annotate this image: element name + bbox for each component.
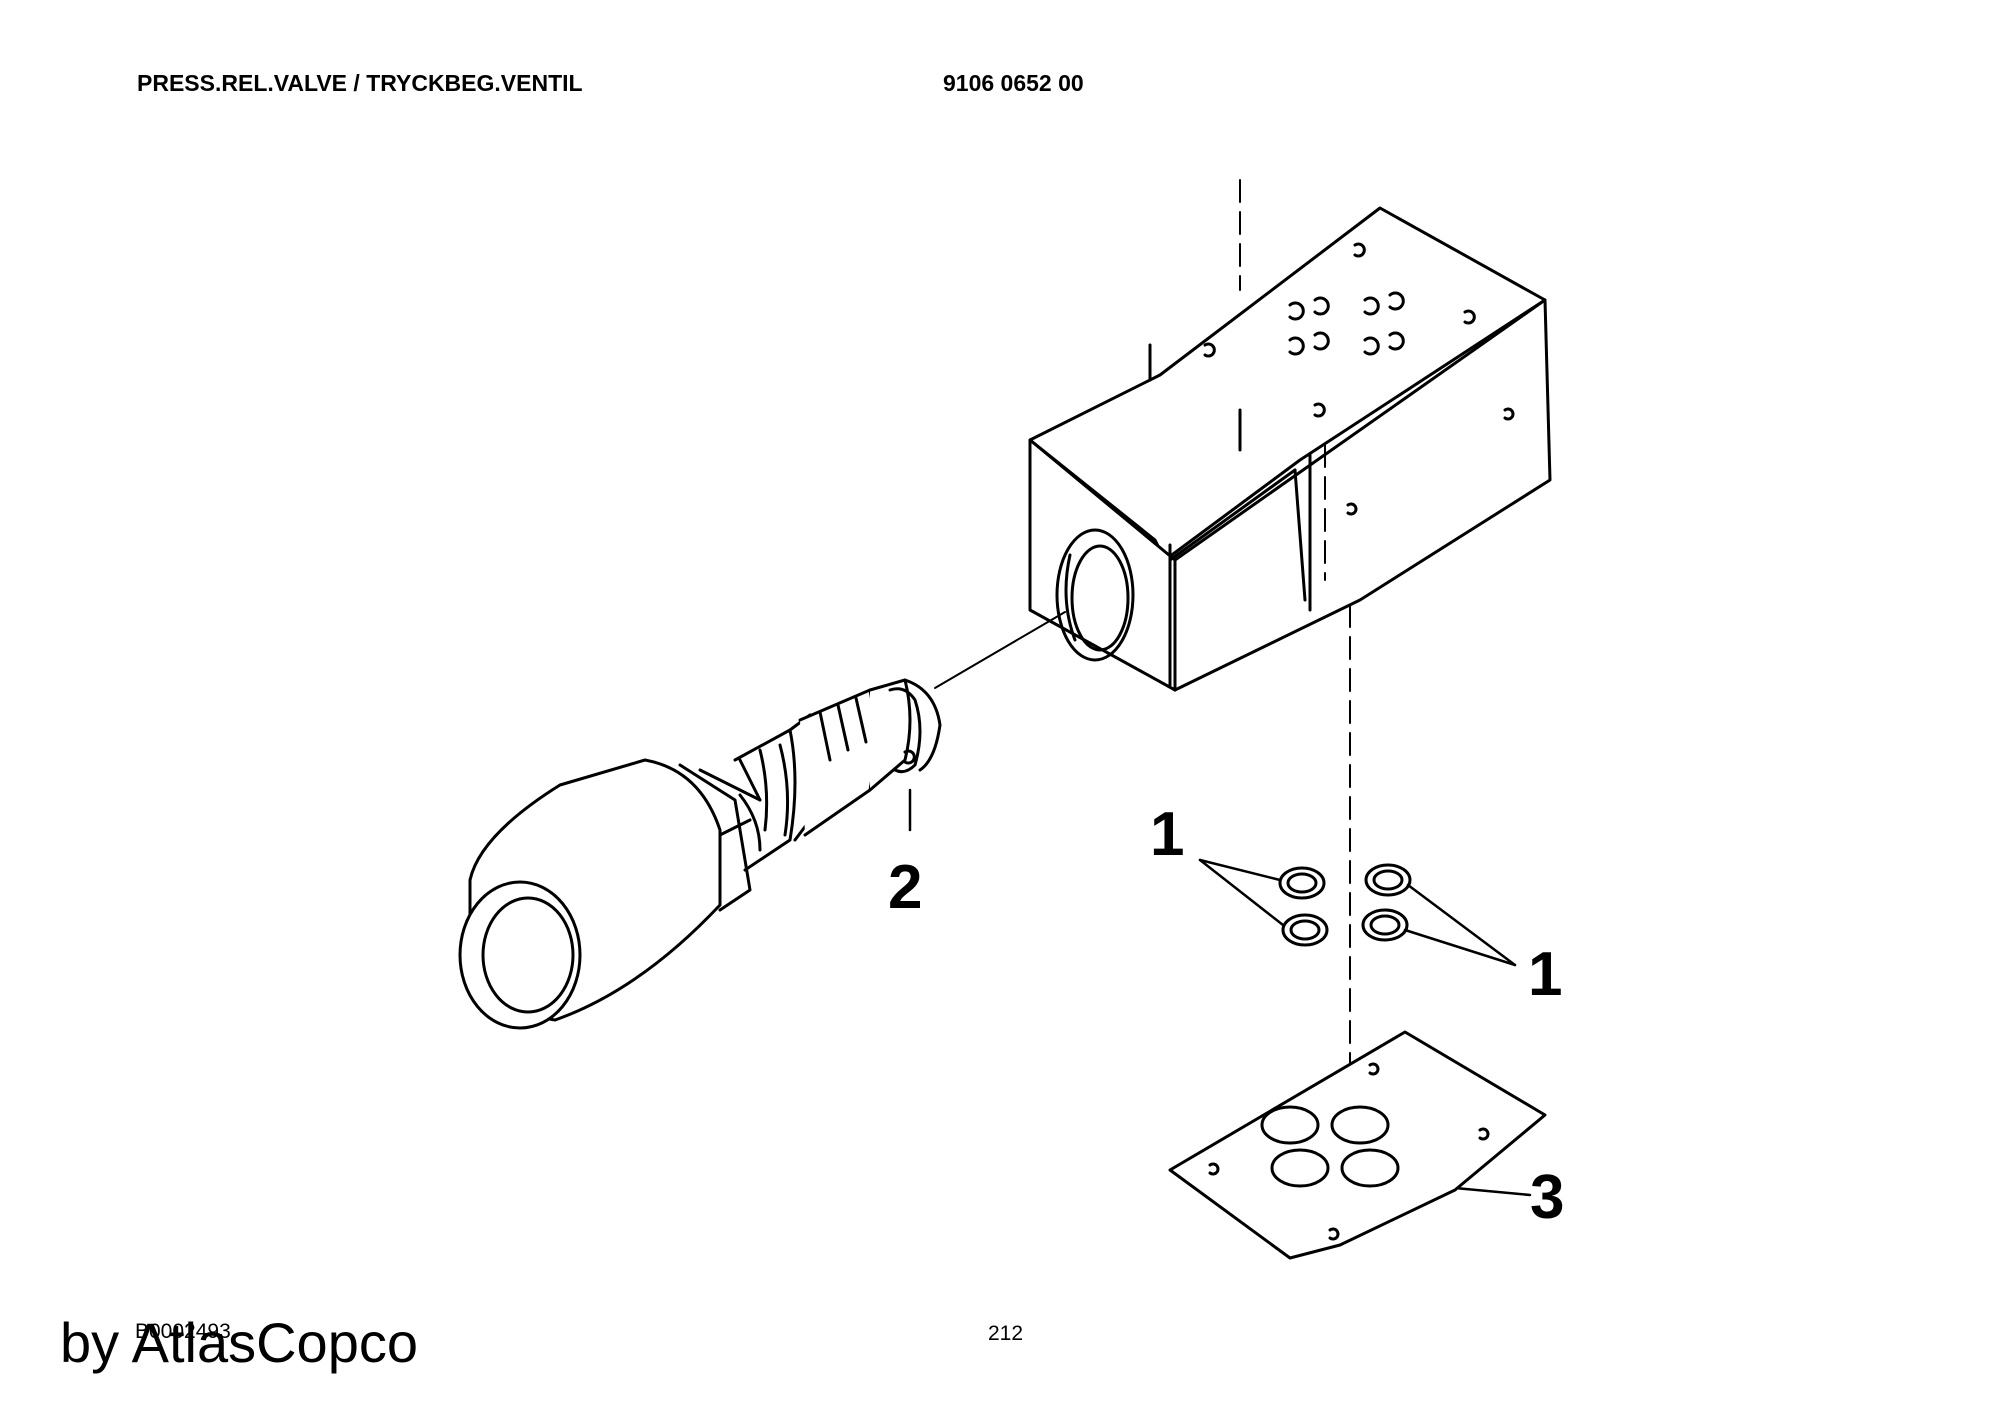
diagram-title: PRESS.REL.VALVE / TRYCKBEG.VENTIL bbox=[137, 70, 583, 96]
center-line bbox=[1239, 179, 1351, 1086]
callout-1-right: 1 bbox=[1528, 940, 1562, 1009]
page-number: 212 bbox=[988, 1322, 1024, 1345]
callout-2: 2 bbox=[888, 853, 922, 922]
o-ring-set bbox=[1278, 863, 1412, 947]
callout-3: 3 bbox=[1530, 1163, 1564, 1232]
valve-body-block bbox=[1028, 206, 1552, 692]
gasket-plate bbox=[1168, 1030, 1547, 1260]
drawing-id: B0002493 bbox=[135, 1320, 231, 1343]
pressure-relief-cartridge bbox=[458, 678, 942, 1030]
leader-lines bbox=[908, 788, 1532, 1197]
part-number: 9106 0652 00 bbox=[943, 70, 1084, 96]
cartridge-axis-line bbox=[934, 611, 1066, 689]
callout-1-left: 1 bbox=[1150, 800, 1184, 869]
watermark: by AtlasCopco bbox=[60, 1311, 418, 1374]
